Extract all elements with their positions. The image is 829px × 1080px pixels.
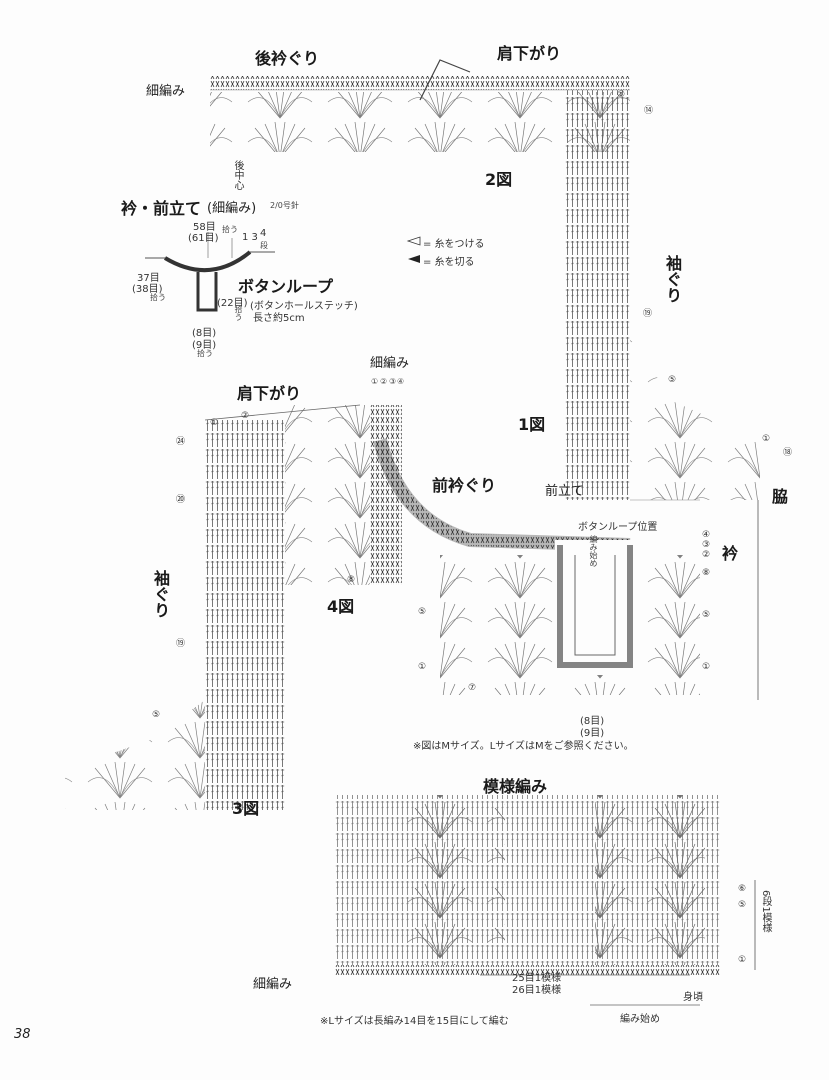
length-label: 長さ約5cm bbox=[253, 313, 305, 324]
fig1-label: 1図 bbox=[518, 415, 546, 434]
legend-attach-yarn: = 糸をつける bbox=[423, 239, 485, 250]
back-fan-pattern bbox=[210, 92, 630, 152]
row-marker: ① bbox=[702, 662, 711, 672]
page-number: 38 bbox=[14, 1027, 31, 1042]
pattern-title: 模様編み bbox=[483, 777, 548, 796]
back-neck-sc-band bbox=[210, 76, 630, 90]
row-marker-top-2: ② bbox=[380, 377, 388, 386]
pattern-swatch-sc-row bbox=[335, 965, 720, 975]
row-marker-top-4: ④ bbox=[397, 377, 405, 386]
button-placket-u bbox=[557, 545, 633, 668]
front-neckline-label: 前衿ぐり bbox=[432, 476, 497, 495]
six-rows-label: 6段1模様 bbox=[760, 890, 771, 933]
row-marker: ⑤ bbox=[152, 710, 161, 720]
back-armhole-fan bbox=[565, 330, 760, 500]
pick-word-4: 拾う bbox=[197, 349, 213, 358]
button-loop-label: ボタンループ bbox=[238, 277, 334, 296]
fig2-label: 2図 bbox=[485, 170, 513, 189]
row-marker: ⑦ bbox=[468, 683, 477, 693]
row-marker: ⑲ bbox=[176, 639, 186, 649]
single-crochet-label-3: 細編み bbox=[253, 977, 293, 992]
back-neckline-label: 後衿ぐり bbox=[255, 49, 320, 68]
buttonhole-stitch-label: (ボタンホールステッチ) bbox=[250, 301, 358, 312]
pick-58: 58目 bbox=[193, 222, 216, 233]
collar-label: 衿 bbox=[722, 544, 739, 563]
row-marker: ① bbox=[418, 662, 427, 672]
hook-size: 2/0号針 bbox=[270, 201, 299, 210]
single-crochet-label-2: 細編み bbox=[370, 356, 410, 371]
row-marker: ⑱ bbox=[783, 448, 793, 458]
rows-4: 4 bbox=[260, 228, 267, 239]
button-loop-position-label: ボタンループ位置 bbox=[578, 522, 658, 533]
pick-word-2: 拾う bbox=[150, 293, 166, 302]
pick-8b: (8目) bbox=[580, 716, 605, 727]
row-marker: ㉔ bbox=[176, 437, 186, 447]
row-marker: ③ bbox=[702, 540, 711, 550]
row-marker: ④ bbox=[702, 530, 711, 540]
front-band-label: 前立て bbox=[545, 484, 585, 499]
button-loop-sketch bbox=[196, 272, 218, 312]
back-center-label: 後中心 bbox=[232, 160, 243, 190]
repeat-26-label: 26目1模様 bbox=[512, 985, 562, 996]
front-armhole-fan bbox=[65, 700, 205, 810]
pick-9: (9目) bbox=[192, 340, 217, 351]
row-marker: ⑤ bbox=[738, 900, 747, 910]
body-label: 身頃 bbox=[683, 992, 703, 1003]
l-size-note: ※Lサイズは長編み14目を15目にして編む bbox=[320, 1016, 509, 1027]
pick-61: (61目) bbox=[188, 233, 219, 244]
front-left-column bbox=[205, 420, 285, 810]
shoulder-slope-label-left: 肩下がり bbox=[237, 384, 302, 403]
pick-word-1: 拾う bbox=[222, 225, 238, 234]
row-marker: ⑳ bbox=[176, 495, 186, 505]
row-marker: ① bbox=[617, 90, 626, 100]
shoulder-slope-label-top: 肩下がり bbox=[497, 44, 562, 63]
side-label: 脇 bbox=[769, 488, 788, 504]
fig4-label: 4図 bbox=[327, 597, 355, 616]
pattern-swatch-fan-b bbox=[595, 795, 705, 965]
front-neck-sc-band bbox=[370, 405, 402, 585]
row-marker: ⑧ bbox=[347, 575, 356, 585]
row-marker: ① bbox=[210, 418, 219, 428]
repeat-25-label: 25目1模様 bbox=[512, 973, 562, 984]
row-marker: ① bbox=[762, 434, 771, 444]
armhole-right-label: 袖ぐり bbox=[663, 255, 682, 303]
rows-word: 段 bbox=[260, 241, 268, 250]
row-marker-top-1: ① bbox=[371, 377, 379, 386]
row-marker: ⑥ bbox=[738, 884, 747, 894]
pick-22: (22目) bbox=[217, 298, 248, 309]
rows-13: 1 3 bbox=[242, 232, 258, 243]
row-marker: ② bbox=[702, 550, 711, 560]
front-fan-pattern bbox=[285, 405, 370, 585]
pick-word-3: 拾う bbox=[234, 305, 243, 321]
start-knit-label-2: 編み始め bbox=[620, 1014, 660, 1025]
pick-38: (38目) bbox=[132, 284, 163, 295]
pick-8: (8目) bbox=[192, 328, 217, 339]
row-marker: ⑧ bbox=[702, 568, 711, 578]
size-note: ※図はMサイズ。LサイズはMをご参照ください。 bbox=[413, 741, 634, 752]
start-knit-label: 編み始め bbox=[589, 535, 598, 567]
collar-sketch bbox=[163, 250, 252, 272]
legend-cut-yarn: = 糸を切る bbox=[423, 257, 475, 268]
fig3-label: 3図 bbox=[232, 799, 260, 818]
collar-subtitle: (細編み) bbox=[207, 201, 257, 216]
row-marker: ⑲ bbox=[643, 309, 653, 319]
collar-title: 衿・前立て bbox=[121, 199, 202, 218]
back-right-column bbox=[565, 90, 630, 500]
pick-9b: (9目) bbox=[580, 728, 605, 739]
pick-37: 37目 bbox=[137, 273, 160, 284]
row-marker: ⑤ bbox=[702, 610, 711, 620]
row-marker: ⑤ bbox=[418, 607, 427, 617]
row-marker: ⑤ bbox=[668, 375, 677, 385]
row-marker: ② bbox=[241, 411, 250, 421]
row-marker-top-3: ③ bbox=[389, 377, 397, 386]
row-marker: ① bbox=[738, 955, 747, 965]
row-marker: ⑭ bbox=[644, 106, 654, 116]
pattern-swatch-fan-a bbox=[395, 795, 505, 965]
armhole-left-label: 袖ぐり bbox=[151, 570, 170, 618]
single-crochet-label-1: 細編み bbox=[146, 84, 186, 99]
